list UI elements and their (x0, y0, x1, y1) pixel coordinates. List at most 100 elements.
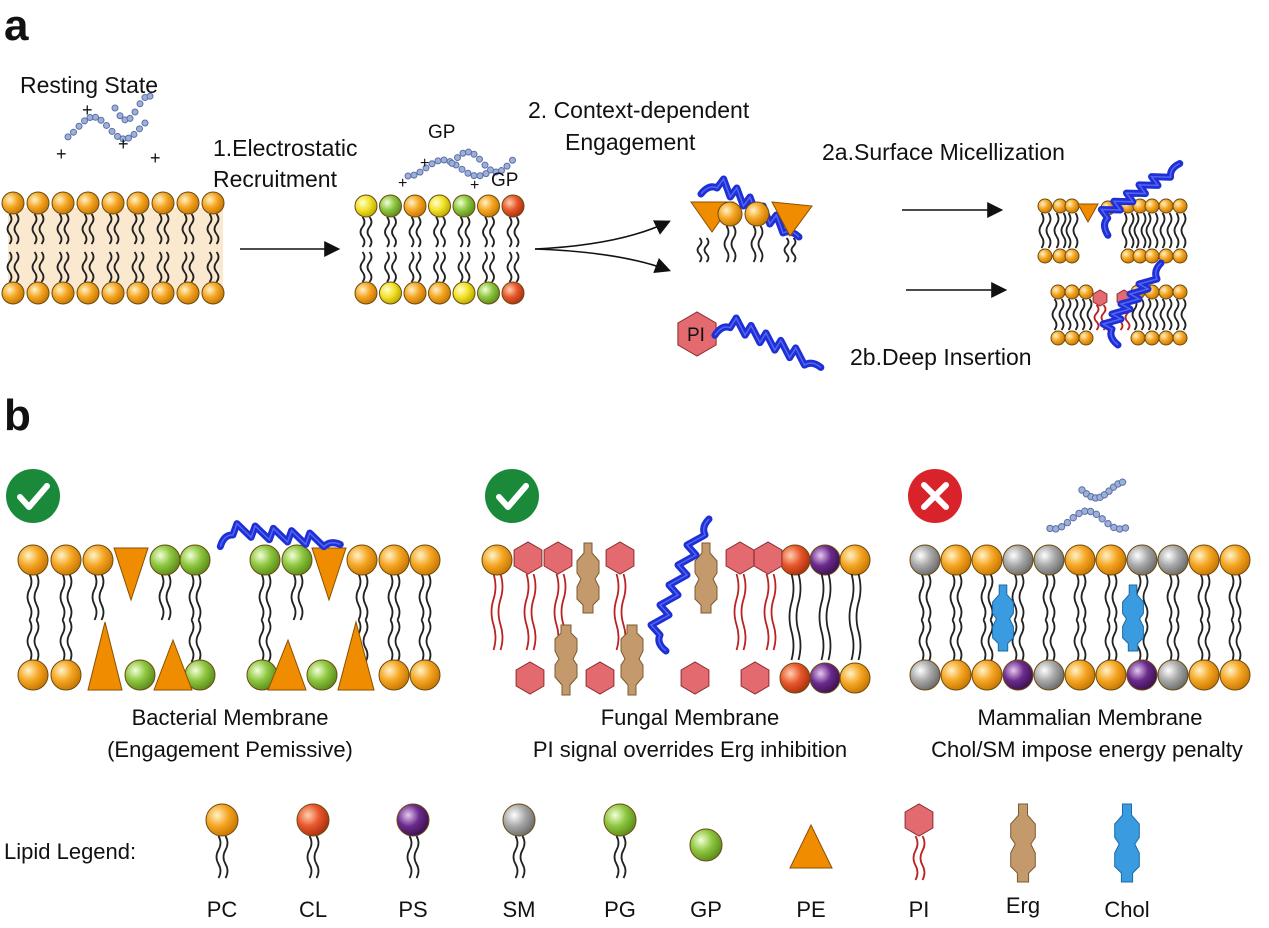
lipid-tail (506, 216, 520, 248)
legend-label-pc: PC (206, 897, 238, 922)
pg-headgroup (306, 659, 338, 691)
lipid-tail (433, 251, 446, 283)
pc-headgroup (940, 544, 972, 576)
peptide-bead (116, 112, 124, 120)
bacterial-membrane (17, 520, 441, 691)
peptide-bead (1104, 519, 1112, 528)
pc-headgroup (346, 544, 378, 576)
yellow-headgroup (379, 281, 402, 305)
lipid-tail (980, 619, 994, 663)
pc-headgroup (1050, 284, 1066, 300)
step2a-label: 2a.Surface Micellization (822, 139, 1065, 165)
lipid-tail (31, 213, 45, 245)
legend-item-sm (502, 803, 536, 879)
lipid-tail (783, 237, 797, 263)
lipid-tail (912, 835, 926, 881)
yellow-headgroup (428, 194, 451, 218)
pi-hexagon-bottom (680, 661, 710, 695)
peptide-bead (476, 155, 483, 163)
pg-headgroup (281, 544, 313, 576)
pc-headgroup (1158, 198, 1174, 214)
peptide-bead (131, 108, 139, 116)
lipid-tail (206, 251, 220, 283)
sm-headgroup (1157, 659, 1189, 691)
lipid-tail (418, 619, 432, 663)
positive-charge: + (470, 177, 479, 194)
lipid-tail (457, 216, 471, 248)
peptide-bead (1115, 525, 1124, 533)
pi-hexagon-small (1092, 289, 1108, 307)
lipid-tail (81, 251, 95, 283)
lipid-tail (106, 251, 120, 283)
membrane-core (8, 208, 223, 294)
pc-headgroup (50, 544, 82, 576)
lipid-tail (1131, 298, 1145, 331)
pc-headgroup (1064, 198, 1080, 214)
peptide-bead (1118, 478, 1127, 486)
peptide-bead (97, 116, 105, 124)
lipid-tail (188, 573, 202, 621)
peptide-bead (130, 130, 138, 138)
peptide-bead (459, 149, 467, 157)
pg-headgroup (477, 281, 500, 305)
pc-headgroup (1172, 248, 1188, 264)
check-mark (17, 483, 50, 510)
pe-cone-small (1077, 203, 1099, 224)
pc-headgroup (717, 201, 743, 227)
legend-item-ps (396, 803, 430, 879)
sm-headgroup (1002, 544, 1034, 576)
cross-badge-icon (908, 469, 962, 523)
cl-headgroup (779, 662, 811, 694)
positive-charge: + (82, 100, 93, 120)
positive-charge: + (150, 148, 161, 168)
lipid-tail (1197, 573, 1211, 621)
legend-item-cl (296, 803, 330, 879)
lipid-tail (56, 251, 70, 283)
lipid-tail (1145, 298, 1159, 331)
peptide-bead (440, 156, 448, 164)
peptide-bead (454, 154, 461, 162)
peptide-bead (1105, 487, 1113, 495)
pc-headgroup (126, 191, 150, 215)
pc-headgroup (1037, 198, 1053, 214)
pc-headgroup (101, 191, 125, 215)
micellization-membrane (1037, 160, 1188, 264)
lipid-tail (512, 835, 526, 879)
legend-label-pi: PI (908, 897, 930, 922)
panel-b-diagram (6, 469, 1251, 696)
legend-diagram (205, 803, 1140, 883)
lipid-tail (723, 225, 737, 263)
lipid-tail (81, 213, 95, 245)
step1-label-line2: Recruitment (213, 166, 337, 192)
pc-headgroup (940, 659, 972, 691)
pc-headgroup (50, 659, 82, 691)
lipid-tail (1173, 298, 1187, 331)
lipid-tail (188, 619, 202, 663)
lipid-tail (1053, 212, 1067, 249)
sm-headgroup (1126, 544, 1158, 576)
cholesterol (992, 584, 1014, 652)
legend-label-chol: Chol (1104, 897, 1150, 922)
pc-headgroup (1, 191, 25, 215)
resting-peptide (64, 92, 154, 143)
pi-hexagon-top (605, 541, 635, 575)
lipid-tail (1042, 619, 1056, 663)
lipid-tail (1079, 298, 1093, 331)
peptide-bead (464, 169, 472, 177)
pg-headgroup (689, 828, 723, 862)
lipid-tail (1104, 573, 1118, 621)
peptide-bead (81, 117, 88, 125)
pc-headgroup (176, 191, 200, 215)
lipid-tail (1038, 212, 1052, 249)
pc-headgroup (17, 544, 49, 576)
peptide-bead (498, 167, 505, 175)
gp-label-top: GP (428, 122, 456, 143)
pc-headgroup (428, 281, 451, 305)
peptide-beads-unbound (1046, 478, 1130, 533)
lipid-tail (384, 216, 397, 248)
pc-headgroup (101, 281, 125, 305)
lipid-tail (1011, 573, 1025, 621)
lipid-tail (406, 835, 420, 879)
lipid-tail (1133, 212, 1147, 249)
peptide-bead (416, 168, 424, 176)
